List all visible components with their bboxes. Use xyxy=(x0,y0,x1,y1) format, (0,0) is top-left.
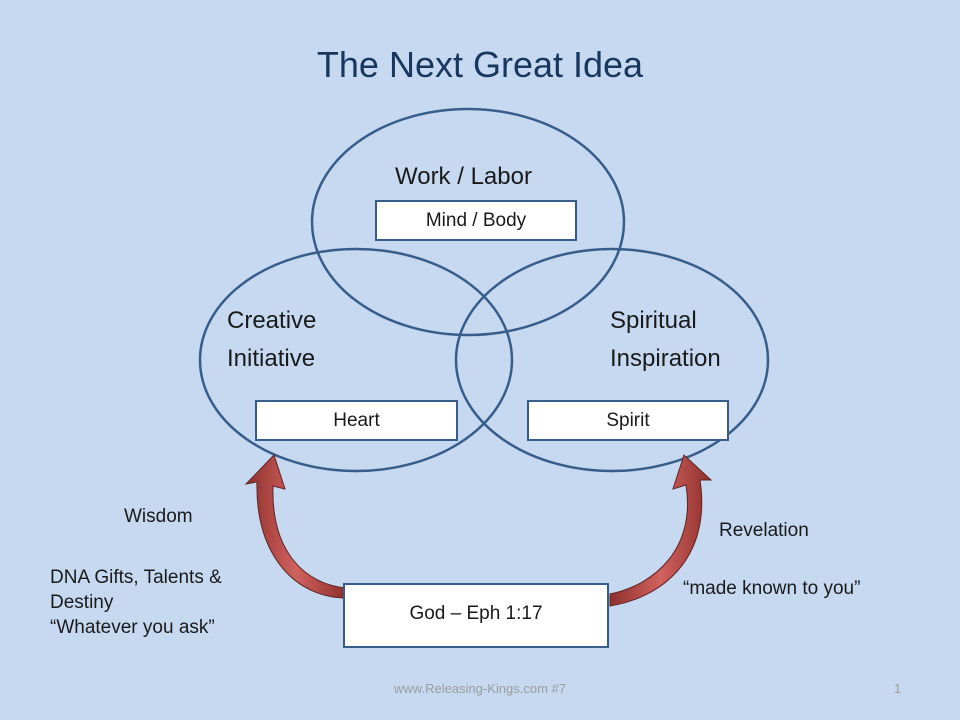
label-work-labor: Work / Labor xyxy=(395,163,532,190)
label-creative-initiative: Creative Initiative xyxy=(227,302,316,378)
right-curved-arrow xyxy=(609,454,713,607)
label-spiritual: Spiritual xyxy=(610,307,697,334)
note-dna-gifts: DNA Gifts, Talents & Destiny “Whatever y… xyxy=(50,565,222,640)
note-made-known: “made known to you” xyxy=(683,578,861,599)
note-dna-line3: “Whatever you ask” xyxy=(50,617,215,638)
circle-creative-initiative xyxy=(198,247,514,473)
note-revelation: Revelation xyxy=(719,520,809,541)
box-god-eph: God – Eph 1:17 xyxy=(343,583,609,648)
box-heart: Heart xyxy=(255,400,458,441)
note-wisdom: Wisdom xyxy=(124,506,193,527)
label-creative: Creative xyxy=(227,307,317,334)
label-inspiration: Inspiration xyxy=(610,345,721,372)
footer-page-number: 1 xyxy=(894,681,902,696)
label-initiative: Initiative xyxy=(227,345,316,372)
note-dna-line2: Destiny xyxy=(50,592,114,613)
note-dna-line1: DNA Gifts, Talents & xyxy=(50,567,222,588)
slide-title: The Next Great Idea xyxy=(316,44,644,85)
box-mind-body: Mind / Body xyxy=(375,200,577,241)
circle-spiritual-inspiration xyxy=(454,247,770,473)
footer-website: www.Releasing-Kings.com #7 xyxy=(394,681,566,696)
box-spirit: Spirit xyxy=(527,400,729,441)
circle-work-labor xyxy=(310,107,626,337)
left-curved-arrow xyxy=(244,454,347,599)
label-spiritual-inspiration: Spiritual Inspiration xyxy=(610,302,721,378)
